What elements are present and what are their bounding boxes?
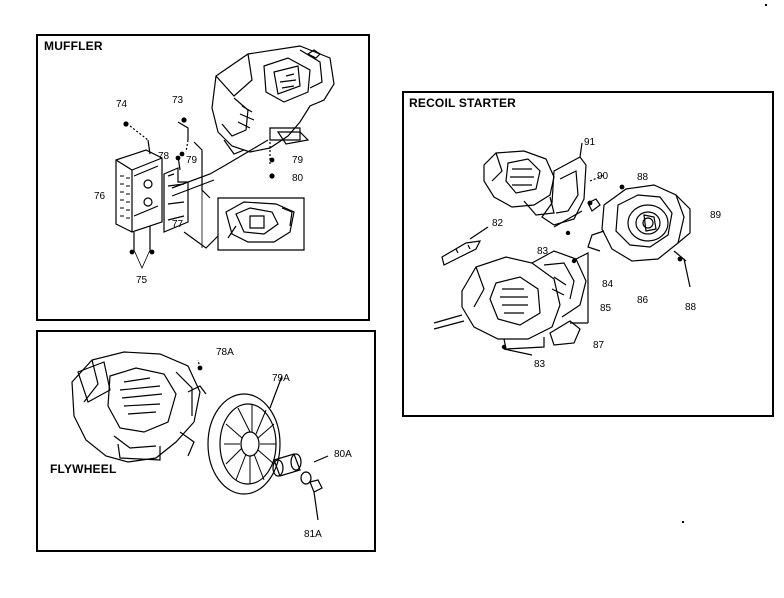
recoil-starter-panel-title: RECOIL STARTER — [409, 96, 517, 110]
part-label-74: 74 — [116, 99, 128, 110]
part-label-79-left: 79 — [186, 155, 198, 166]
fan-shroud-85 — [532, 251, 586, 317]
part-label-88-bottom: 88 — [685, 302, 697, 313]
flywheel-panel: FLYWHEEL — [36, 330, 376, 552]
flywheel-engine — [72, 352, 200, 462]
part-label-77: 77 — [172, 219, 184, 230]
part-label-88-top: 88 — [637, 172, 649, 183]
part-label-78: 78 — [158, 151, 170, 162]
part-label-79a: 79A — [272, 373, 290, 384]
flywheel-sleeve — [274, 454, 300, 476]
muffler-panel: MUFFLER — [36, 34, 370, 321]
muffler-inset-box — [218, 198, 304, 250]
muffler-panel-title: MUFFLER — [44, 39, 103, 53]
lower-engine — [462, 257, 560, 339]
part-label-86: 86 — [637, 295, 649, 306]
part-label-81a: 81A — [304, 529, 322, 540]
upper-engine — [484, 151, 554, 207]
part-label-76: 76 — [94, 191, 106, 202]
flywheel-diagram — [38, 332, 374, 550]
part-label-91: 91 — [584, 137, 596, 148]
flywheel-disc — [208, 394, 280, 494]
recoil-starter-panel: RECOIL STARTER — [402, 91, 774, 417]
muffler-body — [116, 150, 162, 232]
part-label-78a: 78A — [216, 347, 234, 358]
part-label-83-bottom: 83 — [534, 359, 546, 370]
part-label-84: 84 — [602, 279, 614, 290]
screen-87 — [550, 321, 580, 345]
part-label-90: 90 — [597, 171, 609, 182]
bracket-82 — [442, 241, 480, 265]
part-label-87: 87 — [593, 340, 605, 351]
part-label-85: 85 — [600, 303, 612, 314]
muffler-diagram — [38, 36, 368, 319]
part-label-73: 73 — [172, 95, 184, 106]
part-label-75: 75 — [136, 275, 148, 286]
flywheel-panel-title: FLYWHEEL — [50, 462, 117, 476]
scan-speck — [765, 4, 767, 6]
part-label-80: 80 — [292, 173, 304, 184]
part-label-80a: 80A — [334, 449, 352, 460]
part-label-79-right: 79 — [292, 155, 304, 166]
scan-speck — [682, 521, 684, 523]
blower-shroud — [542, 157, 586, 225]
part-label-82: 82 — [492, 218, 504, 229]
engine-block — [212, 46, 334, 152]
recoil-starter-diagram — [404, 93, 772, 415]
part-label-83-top: 83 — [537, 246, 549, 257]
part-label-89: 89 — [710, 210, 722, 221]
